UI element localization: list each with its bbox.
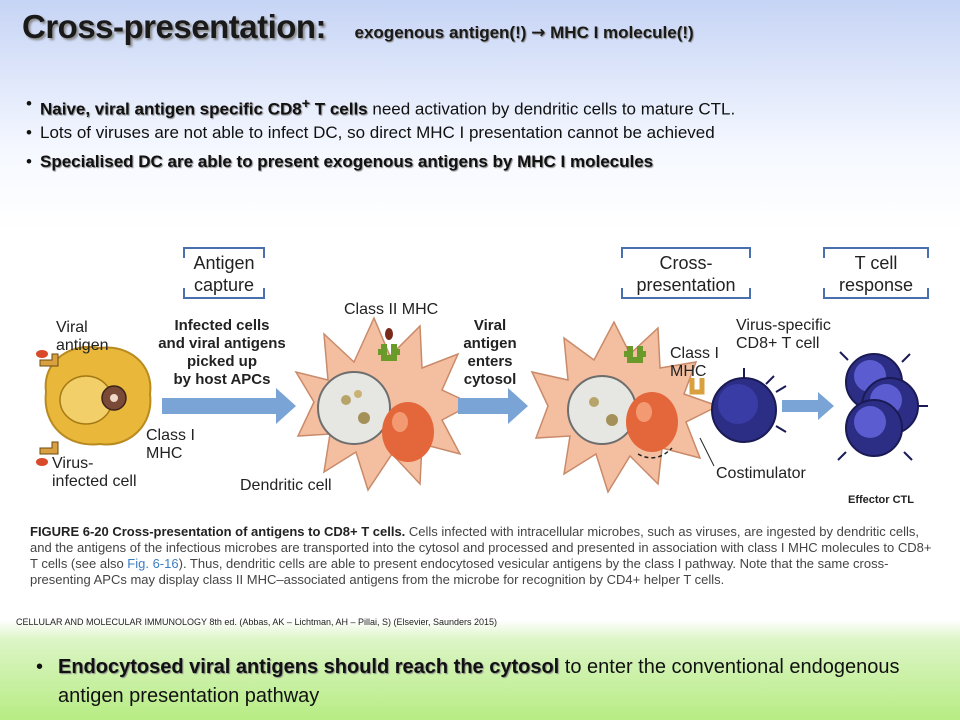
bullet-icon: • [26, 152, 32, 171]
infected-cells-label-1: Infected cells [174, 317, 269, 334]
arrow-to-dendritic-cell [162, 388, 296, 424]
bullet-bold: Naive, viral antigen specific CD8 [40, 99, 302, 119]
class-i-mhc-right-label-2: MHC [670, 363, 706, 380]
antigen-capture-box: Antigen capture [183, 247, 265, 299]
arrow-to-cross-presentation [458, 388, 528, 424]
class-ii-mhc-label: Class II MHC [344, 301, 438, 318]
bullet-icon: • [26, 123, 32, 142]
slide-title: Cross-presentation: exogenous antigen(!)… [22, 8, 694, 46]
title-subtitle: exogenous antigen(!) → MHC I molecule(!) [354, 23, 694, 43]
viral-antigen-label-1: Viral [56, 319, 88, 336]
title-main: Cross-presentation: [22, 8, 327, 45]
antigen-capture-line2: capture [194, 275, 254, 295]
caption-text-2: ). Thus, dendritic cells are able to pre… [30, 556, 889, 587]
viral-enters-label-1: Viral [474, 317, 506, 334]
effector-ctl-cells [837, 351, 928, 461]
cross-presentation-line2: presentation [636, 275, 735, 295]
bullet-text: need activation by dendritic cells to ma… [367, 99, 736, 119]
viral-enters-label-4: cytosol [464, 371, 517, 388]
caption-text-1: Cells infected with intracellular microb… [30, 524, 932, 571]
viral-enters-label-2: antigen [463, 335, 516, 352]
t-cell-response-box: T cell response [823, 247, 929, 299]
bullet-list: • Naive, viral antigen specific CD8+ T ce… [26, 92, 735, 179]
viral-antigen-label-2: antigen [56, 337, 109, 354]
title-sub-part2: MHC I molecule(!) [550, 23, 694, 42]
bullet-icon: • [36, 656, 44, 678]
cross-presenting-dendritic-cell [530, 320, 720, 494]
class-i-mhc-right-label-1: Class I [670, 345, 719, 362]
right-arrow-icon: → [531, 23, 546, 43]
class-i-mhc-left-label-2: MHC [146, 445, 182, 462]
figure-link[interactable]: Fig. 6-16 [127, 556, 179, 571]
virus-specific-label-1: Virus-specific [736, 317, 831, 334]
infected-cells-label-2: and viral antigens [158, 335, 286, 352]
bottom-bold: Endocytosed viral antigens should reach … [58, 656, 560, 678]
citation: CELLULAR AND MOLECULAR IMMUNOLOGY 8th ed… [16, 617, 498, 627]
bottom-rest: to enter the conventional endogenous ant… [58, 656, 900, 707]
t-cell-response-line1: T cell [855, 253, 898, 273]
cross-presentation-box: Cross- presentation [621, 247, 751, 299]
bullet-text: Lots of viruses are not able to infect D… [40, 123, 715, 142]
cd8-t-cell [711, 368, 787, 443]
dendritic-cell-label: Dendritic cell [240, 477, 332, 494]
effector-ctl-label: Effector CTL [848, 494, 914, 506]
infected-cells-label-3: picked up [187, 353, 257, 370]
antigen-capture-line1: Antigen [193, 253, 254, 273]
arrow-to-effector-ctl [782, 392, 834, 420]
bullet-item: • Naive, viral antigen specific CD8+ T ce… [26, 92, 735, 121]
viral-enters-label-3: enters [467, 353, 512, 370]
title-sub-part1: exogenous antigen(!) [354, 23, 527, 42]
cross-presentation-diagram: Antigen capture Cross- presentation T ce… [36, 247, 929, 494]
t-cell-response-line2: response [839, 275, 913, 295]
viral-antigen-icon [36, 350, 59, 466]
bullet-icon: • [26, 94, 32, 113]
bullet-item: • Specialised DC are able to present exog… [26, 150, 735, 179]
class-i-mhc-left-label-1: Class I [146, 427, 195, 444]
dendritic-cell [294, 316, 474, 492]
bullet-item: • Lots of viruses are not able to infect … [26, 121, 735, 150]
bullet-bold-tail: T cells [310, 99, 368, 119]
virus-infected-label-2: infected cell [52, 473, 137, 490]
figure-caption: FIGURE 6-20 Cross-presentation of antige… [30, 524, 942, 588]
virus-specific-label-2: CD8+ T cell [736, 335, 819, 352]
costimulator-label: Costimulator [716, 465, 806, 482]
bullet-bold: Specialised DC are able to present exoge… [40, 152, 654, 171]
bottom-bullet: • Endocytosed viral antigens should reac… [36, 653, 936, 711]
figure-number: FIGURE 6-20 [30, 524, 109, 539]
cross-presentation-line1: Cross- [660, 253, 713, 273]
infected-cells-label-4: by host APCs [174, 371, 271, 388]
bottom-bullet-text: Endocytosed viral antigens should reach … [36, 653, 936, 711]
bullet-sup: + [301, 96, 310, 112]
figure-heading: Cross-presentation of antigens to CD8+ T… [108, 524, 406, 539]
virus-infected-cell [44, 345, 152, 446]
virus-infected-label-1: Virus- [52, 455, 94, 472]
